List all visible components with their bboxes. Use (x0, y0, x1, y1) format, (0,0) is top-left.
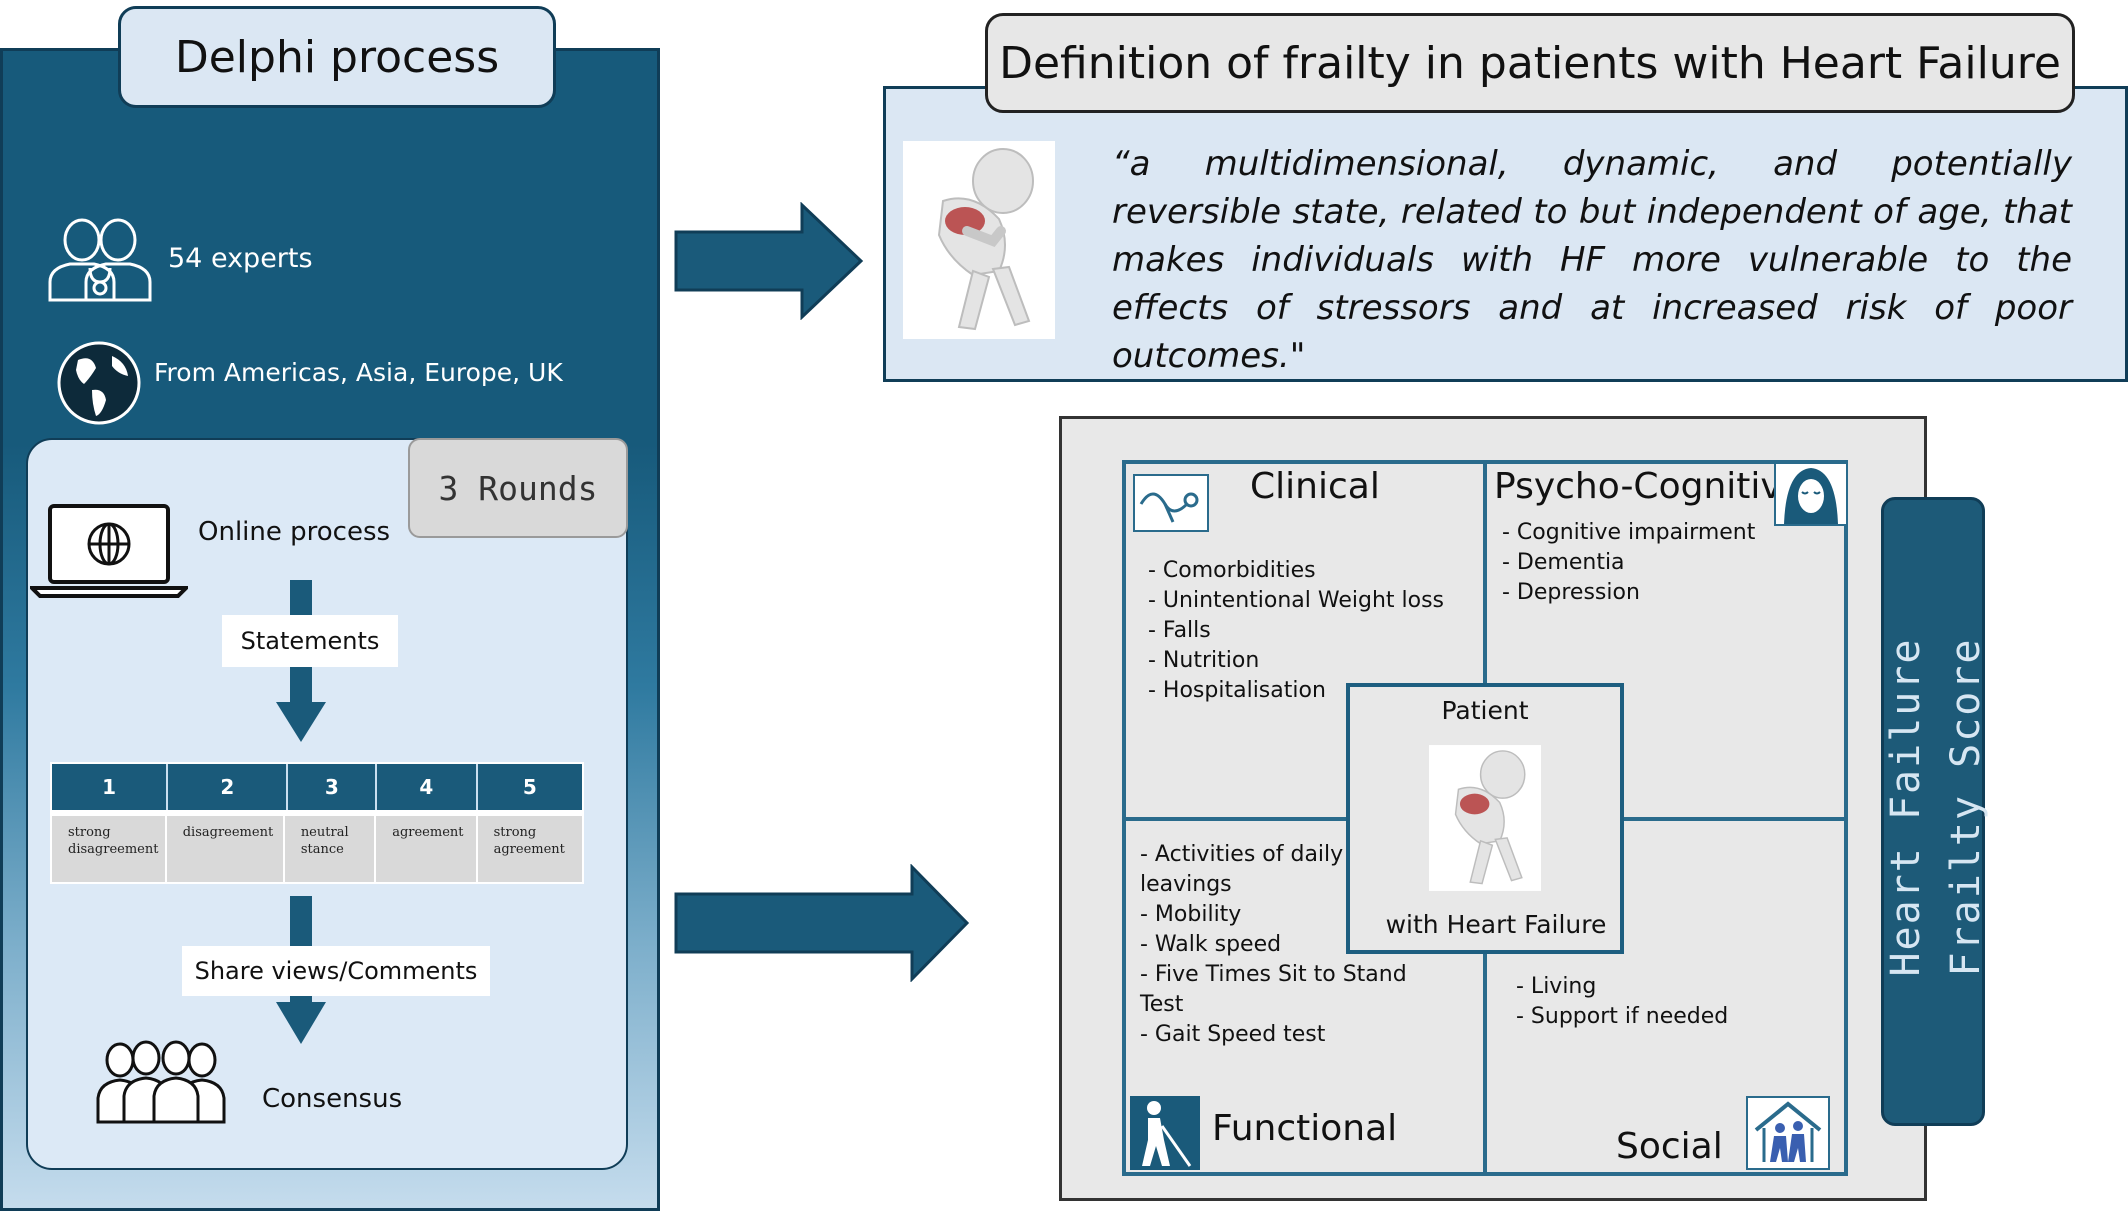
psycho-list: - Cognitive impairment - Dementia - Depr… (1502, 520, 1756, 605)
doctors-icon (48, 218, 152, 302)
likert-scale: 1 2 3 4 5 strong disagreement disagreeme… (50, 762, 584, 884)
blind-person-icon (1130, 1096, 1200, 1170)
statements-label: Statements (222, 615, 398, 667)
stethoscope-icon (1133, 474, 1209, 532)
group-icon (96, 1040, 226, 1124)
score-line2: Frailty Score (1943, 637, 1989, 977)
consensus-label: Consensus (262, 1084, 403, 1114)
head-icon (1774, 462, 1848, 526)
functional-list: - Activities of daily leavings - Mobilit… (1140, 842, 1407, 1047)
frailty-score-bar (1881, 497, 1985, 1126)
scale-label: agreement (376, 816, 478, 882)
arrow-right-icon (674, 202, 864, 320)
online-label: Online process (198, 517, 391, 547)
rounds-badge: 3 Rounds (408, 438, 628, 538)
patient-label: Patient (1441, 696, 1529, 725)
score-line1: Heart Failure (1883, 637, 1929, 977)
psycho-title: Psycho-Cognitive (1494, 466, 1804, 507)
clinical-title: Clinical (1250, 466, 1380, 507)
definition-quote: “a multidimensional, dynamic, and potent… (1112, 144, 2072, 376)
scale-label: disagreement (166, 816, 285, 882)
patient-box (1346, 683, 1624, 954)
arrow-right-icon (674, 864, 970, 982)
scale-label: neutral stance (284, 816, 377, 882)
elderly-home-icon (1746, 1096, 1830, 1170)
scale-number: 3 (288, 764, 378, 810)
delphi-title: Delphi process (118, 6, 556, 108)
scale-number: 5 (477, 764, 582, 810)
patient-hf-label: with Heart Failure (1385, 910, 1607, 939)
social-title: Social (1616, 1126, 1723, 1167)
social-list: - Living - Support if needed (1516, 974, 1729, 1029)
scale-label: strong agreement (477, 816, 582, 882)
figure-icon (903, 141, 1055, 339)
definition-title: Definition of frailty in patients with H… (985, 13, 2075, 113)
globe-icon (57, 341, 141, 425)
share-label: Share views/Comments (182, 946, 490, 996)
scale-label: strong disagreement (52, 816, 167, 882)
scale-number: 4 (377, 764, 478, 810)
laptop-icon (30, 504, 188, 598)
functional-title: Functional (1212, 1108, 1398, 1149)
scale-number: 1 (52, 764, 169, 810)
experts-label: 54 experts (168, 243, 313, 274)
definition-panel (883, 86, 2128, 382)
scale-number: 2 (168, 764, 289, 810)
figure-icon (1429, 745, 1541, 891)
regions-label: From Americas, Asia, Europe, UK (154, 358, 563, 387)
clinical-list: - Comorbidities - Unintentional Weight l… (1148, 558, 1445, 703)
